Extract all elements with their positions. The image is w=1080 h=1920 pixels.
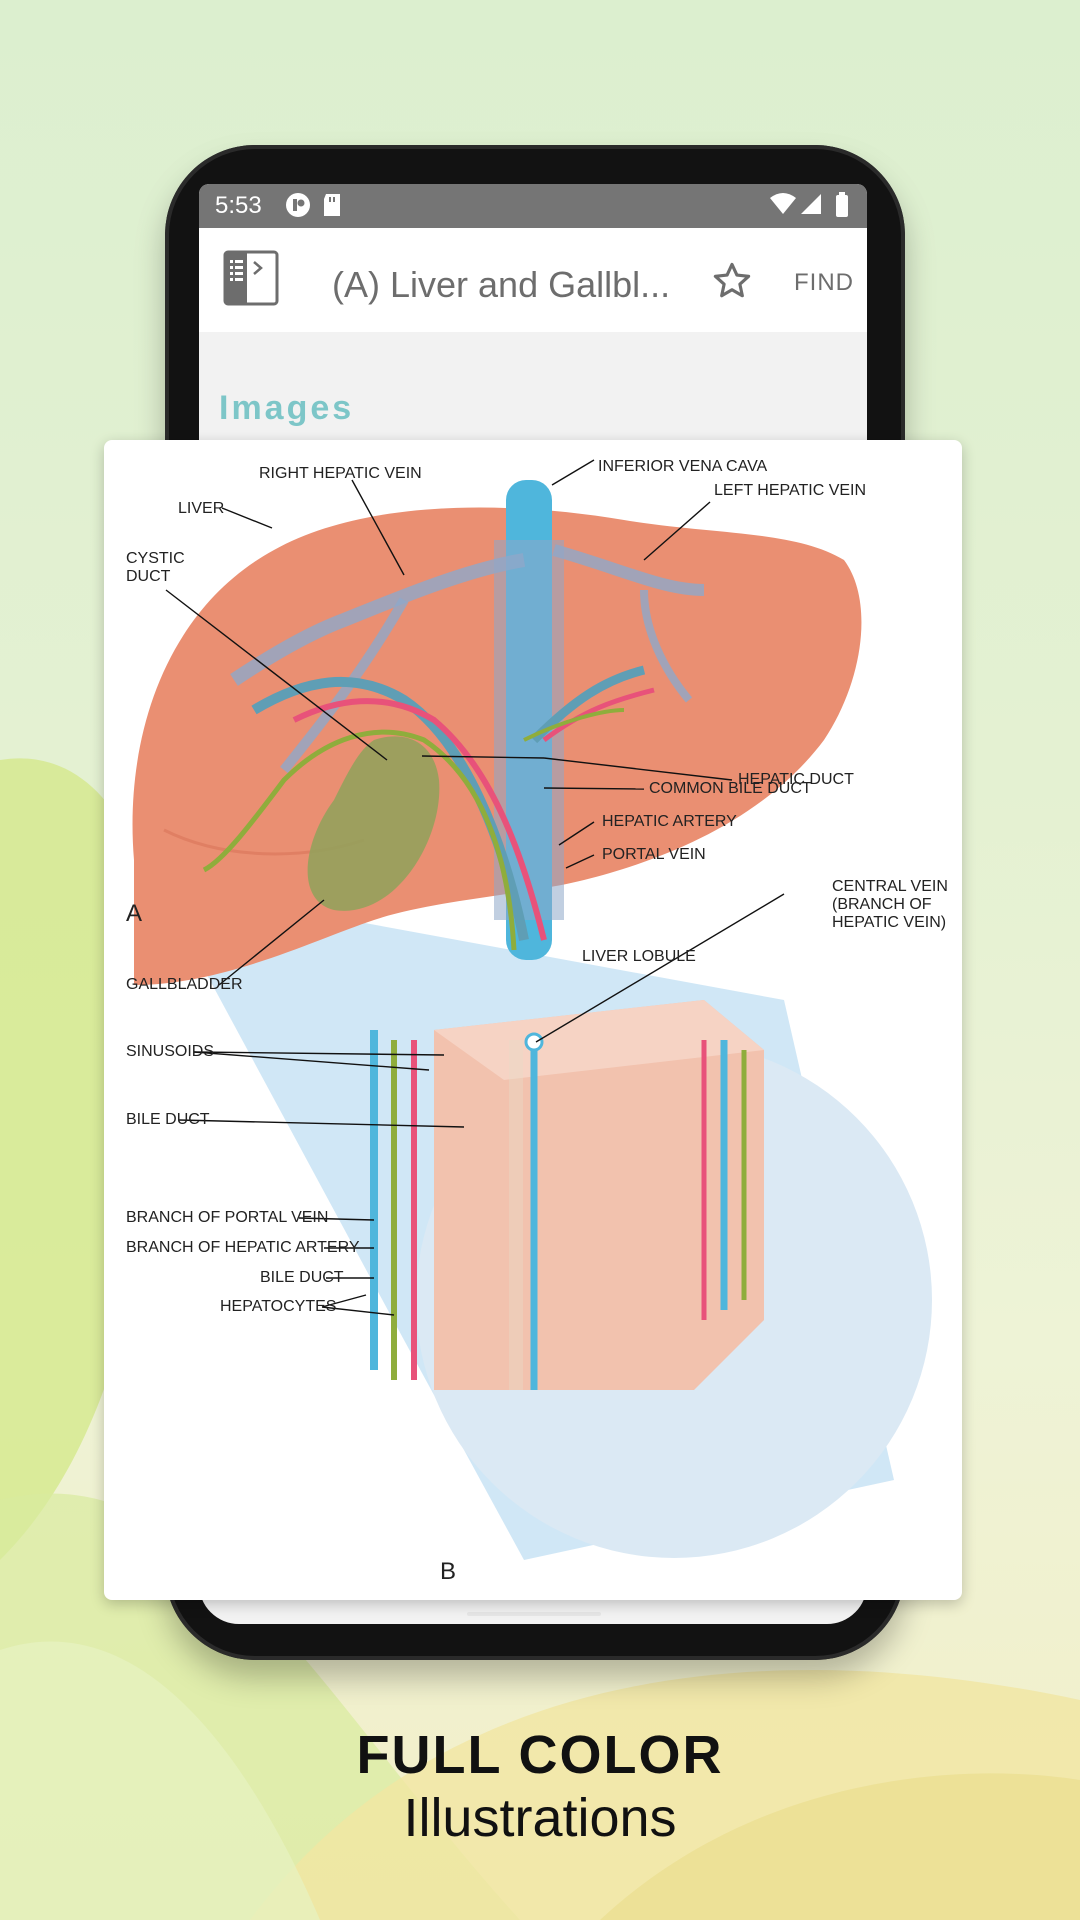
label-hepatic-duct: HEPATIC DUCT (738, 771, 854, 788)
app-bar: (A) Liver and Gallbl... FIND (199, 228, 867, 332)
label-liver-lobule: LIVER LOBULE (582, 948, 696, 965)
label-sinusoids: SINUSOIDS (126, 1043, 215, 1060)
battery-icon (835, 192, 851, 225)
status-time: 5:53 (215, 192, 262, 219)
label-common-bile-duct: COMMON BILE DUCT (649, 780, 812, 797)
find-button[interactable]: FIND (794, 269, 854, 296)
label-central-vein-line1: CENTRAL VEIN (832, 878, 948, 895)
promo-subtitle: Illustrations (403, 1788, 677, 1848)
label-branch-portal-vein: BRANCH OF PORTAL VEIN (126, 1209, 329, 1226)
page-title: (A) Liver and Gallbl... (332, 264, 671, 305)
label-portal-vein: PORTAL VEIN (602, 846, 706, 863)
table-of-contents-icon[interactable] (223, 250, 279, 306)
label-bile-duct-top: BILE DUCT (126, 1111, 210, 1128)
label-central-vein-line2: (BRANCH OF (832, 896, 932, 913)
label-branch-hepatic-artery: BRANCH OF HEPATIC ARTERY (126, 1239, 360, 1256)
label-cystic-duct-line2: DUCT (126, 568, 171, 585)
label-gallbladder: GALLBLADDER (126, 976, 243, 993)
label-hepatic-artery: HEPATIC ARTERY (602, 813, 737, 830)
notification-icon (285, 192, 311, 223)
signal-icon (799, 192, 823, 223)
label-left-hepatic-vein: LEFT HEPATIC VEIN (714, 482, 867, 499)
label-central-vein-line3: HEPATIC VEIN) (832, 914, 947, 931)
liver-illustration (132, 459, 932, 1560)
promo-title: FULL COLOR (356, 1725, 724, 1785)
star-icon[interactable] (711, 260, 753, 302)
home-indicator[interactable] (467, 1612, 601, 1616)
label-right-hepatic-vein: RIGHT HEPATIC VEIN (259, 465, 422, 482)
illustration-card[interactable]: RIGHT HEPATIC VEIN INFERIOR VENA CAVA LI… (104, 440, 962, 1600)
section-title: Images (219, 389, 355, 427)
label-inferior-vena-cava: INFERIOR VENA CAVA (598, 458, 768, 475)
label-bile-duct-bottom: BILE DUCT (260, 1269, 344, 1286)
label-hepatocytes: HEPATOCYTES (220, 1298, 337, 1315)
panel-label-a: A (126, 900, 143, 927)
status-bar: 5:53 (199, 184, 867, 228)
panel-label-b: B (440, 1558, 457, 1585)
wifi-icon (769, 192, 797, 223)
label-cystic-duct-line1: CYSTIC (126, 550, 185, 567)
label-liver: LIVER (178, 500, 225, 517)
sd-card-icon (321, 192, 343, 223)
promo-caption: FULL COLOR Illustrations (0, 1725, 1080, 1851)
